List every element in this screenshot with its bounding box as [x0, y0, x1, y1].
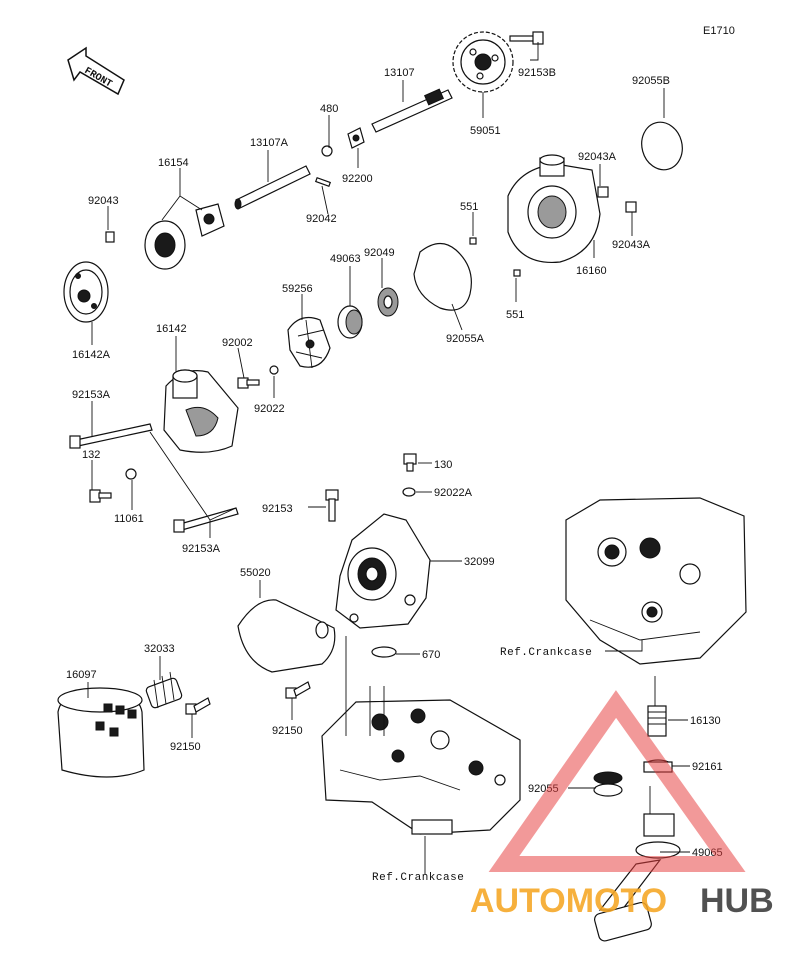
shaft-13107: [371, 88, 453, 133]
pickup-pipe: [594, 859, 662, 942]
label-132: 132: [82, 449, 100, 461]
watermark-text-gray: HUB: [700, 882, 774, 920]
label-92150-left: 92150: [170, 741, 201, 753]
o-ring-670: [371, 646, 397, 658]
bolt-92002: [237, 377, 260, 389]
plug-92055: [593, 771, 623, 797]
label-92043A-right: 92043A: [612, 239, 651, 251]
rotor-16154-inner: [195, 203, 225, 237]
fitting-16130: [647, 705, 667, 737]
seal-92049: [377, 287, 399, 317]
washer-92022A: [402, 487, 416, 497]
oil-filter-16097: [57, 687, 145, 778]
part-labels: 92153B 13107 92055B 480 59051 13107A 922…: [66, 67, 723, 884]
label-92200: 92200: [342, 173, 373, 185]
rotor-16154-outer: [144, 220, 186, 270]
bolt-92153A-left: [69, 423, 153, 449]
bolt-92153: [325, 489, 339, 522]
bolt-92150-left: [185, 697, 211, 715]
crankcase-lower: [321, 699, 521, 835]
label-49063: 49063: [330, 253, 361, 265]
label-92049: 92049: [364, 247, 395, 259]
o-ring-92055B: [641, 121, 683, 171]
label-32033: 32033: [144, 643, 175, 655]
label-92043A-top: 92043A: [578, 151, 617, 163]
label-16142A: 16142A: [72, 349, 111, 361]
label-13107: 13107: [384, 67, 415, 79]
leader-lines: [87, 42, 690, 875]
label-16142: 16142: [156, 323, 187, 335]
circlip-480: [321, 145, 333, 157]
label-92153: 92153: [262, 503, 293, 515]
pump-cover-16142A: [63, 261, 109, 323]
label-13107A: 13107A: [250, 137, 289, 149]
label-92153A-left: 92153A: [72, 389, 111, 401]
label-480: 480: [320, 103, 338, 115]
label-92022A: 92022A: [434, 487, 473, 499]
label-32099: 32099: [464, 556, 495, 568]
label-16160: 16160: [576, 265, 607, 277]
label-16130: 16130: [690, 715, 721, 727]
label-92043: 92043: [88, 195, 119, 207]
dowel-92043A-top: [597, 186, 609, 198]
dowel-92043A-right: [625, 201, 637, 213]
crankcase-upper: [565, 497, 747, 665]
label-92055B: 92055B: [632, 75, 670, 87]
seal-49063: [337, 305, 363, 339]
label-92055A: 92055A: [446, 333, 485, 345]
pin-551-bottom: [513, 269, 521, 277]
ref-crankcase-upper: Ref.Crankcase: [500, 647, 592, 659]
watermark: AUTOMOTO HUB: [470, 690, 774, 920]
washer-11061: [125, 468, 137, 480]
impeller-59256: [287, 317, 331, 369]
ref-crankcase-lower: Ref.Crankcase: [372, 872, 464, 884]
label-92153B: 92153B: [518, 67, 556, 79]
label-59051: 59051: [470, 125, 501, 137]
washer-92022: [269, 365, 279, 375]
shaft-13107A: [234, 165, 311, 210]
sprocket-59051: [452, 31, 514, 93]
diagram-code: E1710: [703, 25, 735, 37]
watermark-text-orange: AUTOMOTO: [470, 882, 667, 920]
label-11061: 11061: [114, 513, 144, 525]
collar-49065: [635, 813, 681, 859]
label-92042: 92042: [306, 213, 337, 225]
label-92153A-bottom: 92153A: [182, 543, 221, 555]
bolt-92150-right: [285, 681, 311, 699]
gasket-92055A: [413, 242, 472, 311]
bolt-130: [403, 453, 417, 472]
label-92002: 92002: [222, 337, 253, 349]
plate-92200: [347, 127, 365, 149]
pin-92043: [105, 231, 115, 243]
bolt-132: [89, 489, 112, 503]
housing-16160: [507, 154, 601, 264]
label-551-top: 551: [460, 201, 478, 213]
strainer-32033: [145, 671, 183, 709]
label-92161: 92161: [692, 761, 723, 773]
pin-551-top: [469, 237, 477, 245]
label-16097: 16097: [66, 669, 97, 681]
pipe-55020: [237, 599, 336, 673]
label-55020: 55020: [240, 567, 271, 579]
label-670: 670: [422, 649, 440, 661]
label-59256: 59256: [282, 283, 313, 295]
front-arrow-icon: FRONT: [67, 46, 125, 96]
label-551-bottom: 551: [506, 309, 524, 321]
oil-housing-32099: [335, 513, 431, 629]
pump-body-16142: [163, 369, 239, 453]
watermark-triangle-icon: [488, 690, 746, 872]
label-130: 130: [434, 459, 452, 471]
label-16154: 16154: [158, 157, 189, 169]
pin-92042: [314, 176, 332, 188]
label-92022: 92022: [254, 403, 285, 415]
label-92150-right: 92150: [272, 725, 303, 737]
